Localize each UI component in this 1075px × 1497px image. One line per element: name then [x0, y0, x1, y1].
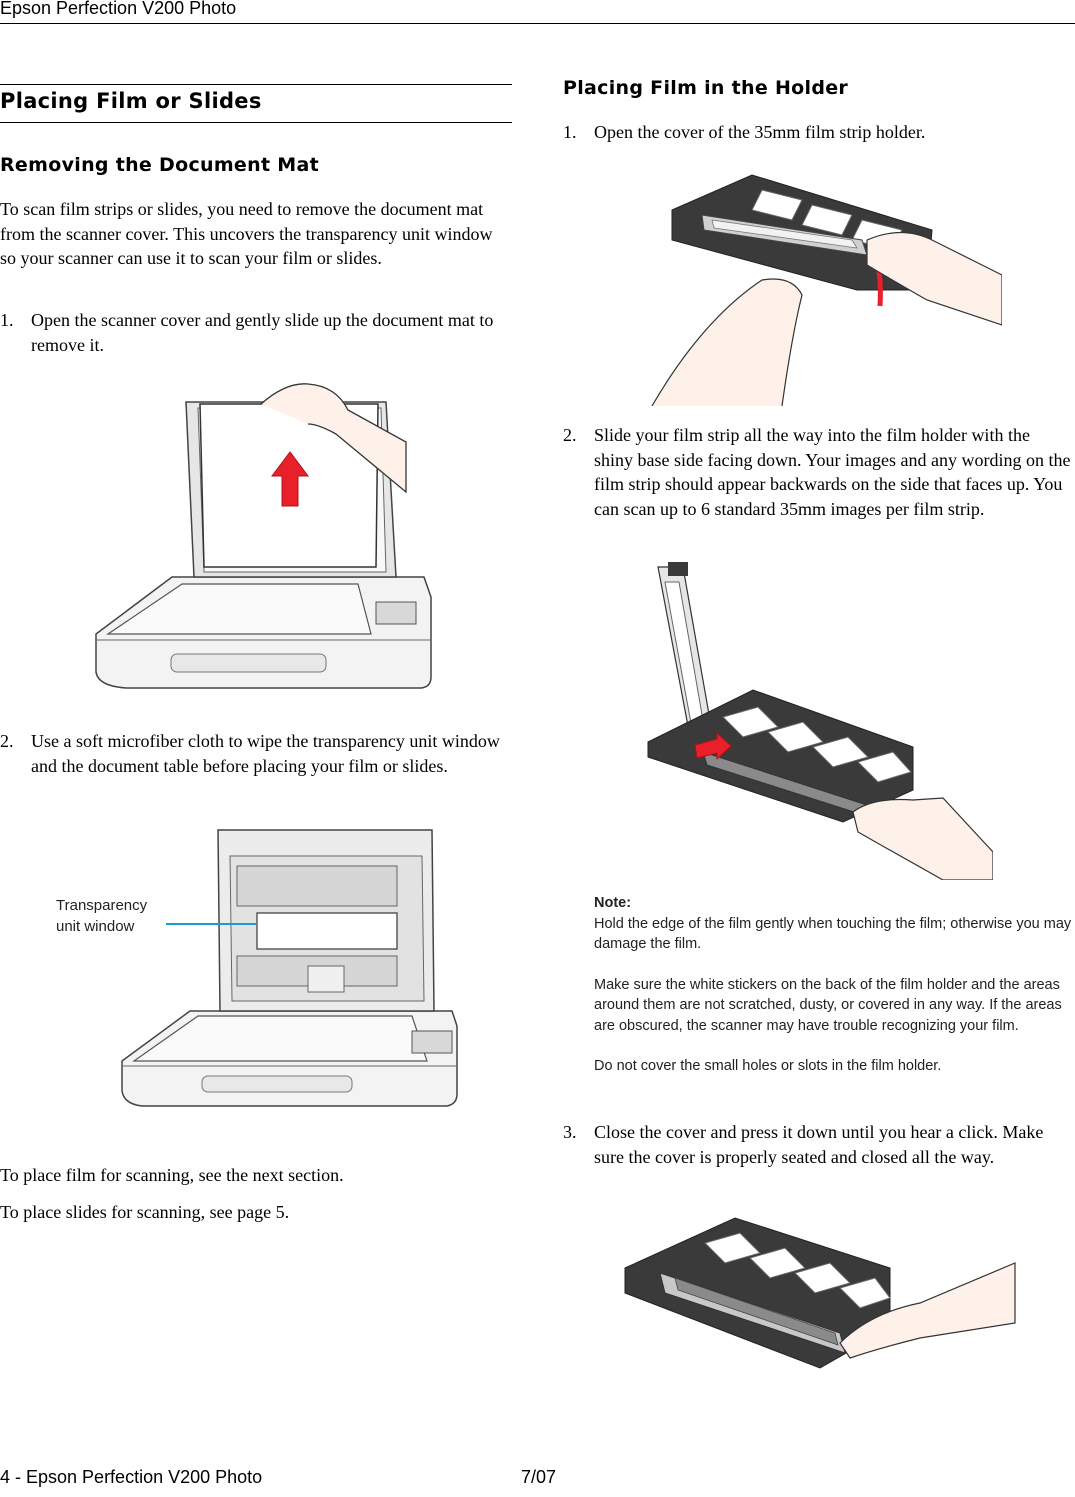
film-holder-open-illustration	[651, 174, 1002, 406]
step-number: 2.	[563, 425, 577, 445]
step-number: 1.	[0, 310, 14, 330]
footer-date: 7/07	[521, 1467, 557, 1487]
right-step-2: 2. Slide your film strip all the way int…	[563, 423, 1073, 521]
callout-line	[166, 923, 256, 925]
note-paragraph-2: Make sure the white stickers on the back…	[594, 976, 1062, 1034]
section-title: Placing Film or Slides	[0, 89, 262, 113]
step-number: 3.	[563, 1122, 577, 1142]
scanner-mat-illustration	[95, 383, 432, 689]
right-step-1: 1. Open the cover of the 35mm film strip…	[563, 120, 1073, 145]
callout-label: Transparency unit window	[56, 895, 147, 937]
subsection-title-mat: Removing the Document Mat	[0, 154, 319, 176]
section-rule-bottom	[0, 122, 512, 123]
running-header: Epson Perfection V200 Photo	[0, 0, 237, 18]
film-strip-insert-illustration	[647, 562, 993, 880]
see-page-5: To place slides for scanning, see page 5…	[0, 1202, 290, 1222]
footer-page-label: 4 - Epson Perfection V200 Photo	[0, 1467, 263, 1487]
subsection-title-holder: Placing Film in the Holder	[563, 77, 849, 99]
header-rule	[0, 23, 1075, 24]
step-text: Open the scanner cover and gently slide …	[31, 310, 494, 355]
callout-line-1: Transparency	[56, 897, 148, 914]
note-label: Note:	[594, 895, 632, 911]
intro-paragraph: To scan film strips or slides, you need …	[0, 199, 493, 268]
left-step-1: 1. Open the scanner cover and gently sli…	[0, 308, 512, 357]
right-step-3: 3. Close the cover and press it down unt…	[563, 1120, 1073, 1169]
step-number: 2.	[0, 731, 14, 751]
step-text: Use a soft microfiber cloth to wipe the …	[31, 731, 500, 776]
note-block: Note: Hold the edge of the film gently w…	[594, 893, 1074, 1097]
note-paragraph-3: Do not cover the small holes or slots in…	[594, 1058, 942, 1074]
step-text: Open the cover of the 35mm film strip ho…	[594, 122, 926, 142]
note-paragraph-1: Hold the edge of the film gently when to…	[594, 915, 1072, 953]
step-number: 1.	[563, 122, 577, 142]
transparency-window-illustration	[121, 829, 458, 1107]
left-step-2: 2. Use a soft microfiber cloth to wipe t…	[0, 729, 512, 778]
step-text: Close the cover and press it down until …	[594, 1122, 1044, 1167]
see-next-section: To place film for scanning, see the next…	[0, 1165, 344, 1185]
step-text: Slide your film strip all the way into t…	[594, 425, 1071, 519]
film-holder-closed-illustration	[624, 1217, 1016, 1369]
callout-line-2: unit window	[56, 918, 135, 935]
section-rule-top	[0, 84, 512, 85]
